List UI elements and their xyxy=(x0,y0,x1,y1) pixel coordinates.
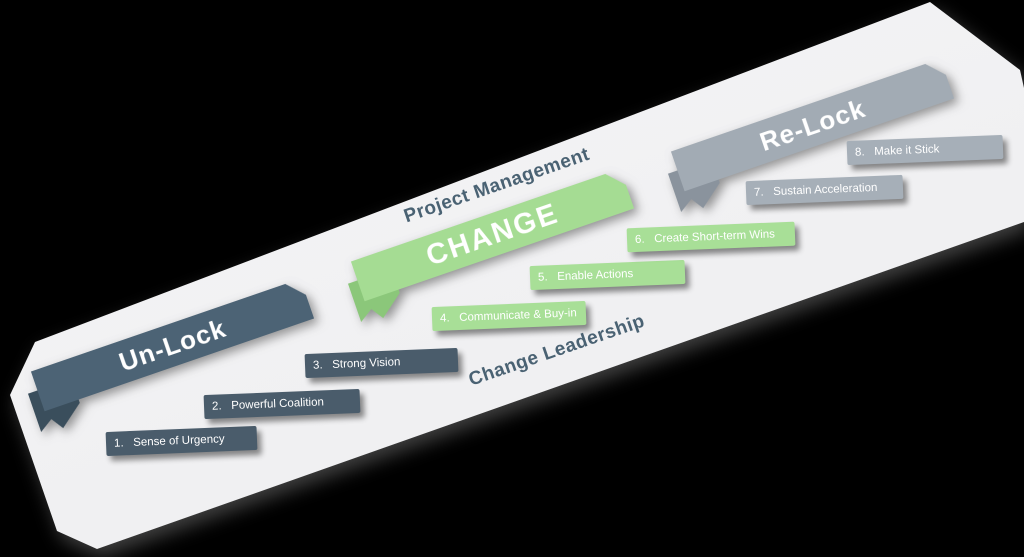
step-number: 1. xyxy=(113,437,124,450)
step-label: Sense of Urgency xyxy=(133,433,225,449)
step-label: Sustain Acceleration xyxy=(773,181,878,199)
step-number: 3. xyxy=(312,359,323,372)
step-number: 5. xyxy=(537,271,548,284)
step-label: Strong Vision xyxy=(332,356,401,371)
step-label: Enable Actions xyxy=(557,267,634,284)
step-number: 4. xyxy=(439,312,450,325)
step-label: Communicate & Buy-in xyxy=(459,307,577,324)
step-label: Create Short-term Wins xyxy=(654,228,776,246)
step-number: 8. xyxy=(854,146,865,159)
step-number: 7. xyxy=(753,186,764,199)
step-label: Make it Stick xyxy=(874,143,940,159)
step-label: Powerful Coalition xyxy=(231,396,325,413)
step-number: 6. xyxy=(634,233,645,247)
step-number: 2. xyxy=(211,400,222,413)
